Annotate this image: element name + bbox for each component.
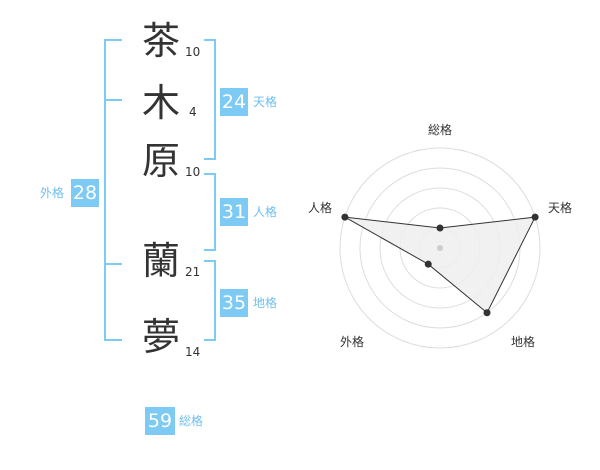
chikaku-score: 35	[220, 289, 248, 317]
radar-axis-label-jinkaku: 人格	[308, 201, 333, 215]
chikaku-label: 地格	[253, 296, 278, 310]
name-char-5: 夢	[141, 315, 180, 359]
radar-point-5	[341, 213, 349, 221]
stroke-count-2: 4	[189, 105, 197, 119]
radar-axis-label-soukaku: 総格	[428, 123, 453, 137]
name-char-2: 木	[141, 81, 180, 125]
chikaku-bracket	[204, 260, 216, 341]
name-char-3: 原	[141, 139, 180, 183]
jinkaku-score: 31	[220, 198, 248, 226]
soukaku-label: 総格	[179, 414, 204, 428]
jinkaku-bracket	[204, 173, 216, 251]
name-char-4: 蘭	[141, 239, 180, 283]
soukaku-score: 59	[145, 407, 175, 435]
radar-axis-label-chikaku: 地格	[511, 335, 536, 349]
gaikaku-bracket	[104, 39, 122, 341]
stroke-count-4: 21	[185, 265, 201, 279]
tenkaku-label: 天格	[253, 95, 278, 109]
gaikaku-bracket-tick-2	[104, 263, 122, 265]
name-char-1: 茶	[141, 19, 180, 63]
radar-center-dot	[437, 245, 443, 251]
radar-axis-label-tenkaku: 天格	[548, 201, 573, 215]
radar-point-1	[436, 224, 444, 232]
radar-axis-label-gaikaku: 外格	[340, 335, 365, 349]
stroke-count-1: 10	[185, 45, 201, 59]
tenkaku-score: 24	[220, 88, 248, 116]
jinkaku-label: 人格	[253, 205, 278, 219]
radar-ring-5	[339, 147, 541, 349]
tenkaku-bracket	[204, 39, 216, 160]
radar-point-2	[531, 213, 539, 221]
stroke-count-3: 10	[185, 165, 201, 179]
radar-point-4	[424, 260, 432, 268]
gaikaku-label: 外格	[40, 186, 65, 200]
stroke-count-5: 14	[185, 345, 201, 359]
radar-series-polygon	[344, 216, 536, 314]
gaikaku-bracket-tick	[104, 99, 122, 101]
gaikaku-score: 28	[71, 179, 99, 207]
radar-point-3	[483, 309, 491, 317]
